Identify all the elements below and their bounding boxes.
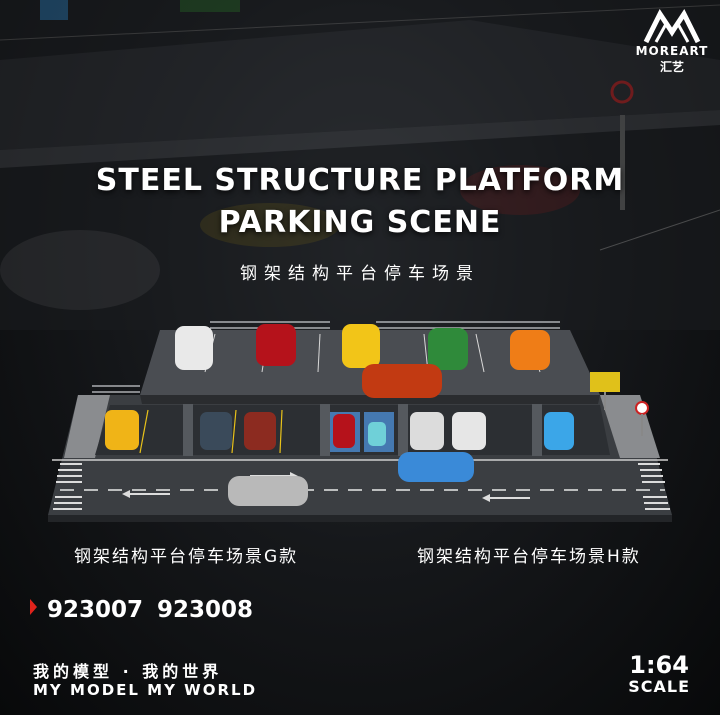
scale-label: SCALE: [628, 677, 690, 696]
product-codes: 923007 923008: [30, 597, 267, 623]
crosswalk-right: [638, 463, 670, 510]
product-code-h: 923008: [157, 597, 254, 623]
lower-cars: [105, 410, 574, 450]
variant-g-label: 钢架结构平台停车场景G款: [74, 547, 299, 567]
car-blue-bmw: [544, 412, 574, 450]
brand-logo: MOREART 汇艺: [630, 8, 714, 75]
car-copper-coupe: [244, 412, 276, 450]
car-orange-gt: [362, 364, 442, 398]
car-silver-hypercar: [228, 476, 308, 506]
car-yellow-suv: [105, 410, 139, 450]
car-white-porsche: [410, 412, 444, 450]
variant-h-label: 钢架结构平台停车场景H款: [417, 547, 641, 567]
title-line-2: PARKING SCENE: [218, 205, 502, 240]
brand-name: MOREART: [635, 44, 709, 58]
parking-sign: [590, 372, 620, 392]
background-parking-deck: [0, 0, 720, 330]
title-line-1: STEEL STRUCTURE PLATFORM: [95, 163, 625, 198]
moreart-logo-icon: [643, 9, 701, 44]
car-white-supra: [452, 412, 486, 450]
slogan-en: MY MODEL MY WORLD: [33, 681, 258, 699]
red-arrow-icon: [30, 599, 37, 615]
scale-value: 1:64: [629, 651, 689, 679]
brand-name-cn: 汇艺: [659, 60, 684, 74]
road-arrow-left-2: [122, 490, 170, 498]
sidewalk-left: [64, 395, 110, 458]
motorcycle-teal: [368, 422, 386, 446]
car-red-classic: [256, 324, 296, 366]
steel-columns: [183, 400, 542, 456]
road-sign: [635, 401, 649, 415]
car-yellow-porsche: [342, 324, 380, 368]
car-dark-supercar: [200, 412, 232, 450]
motorcycle-red: [333, 414, 355, 448]
car-orange-bugatti: [510, 330, 550, 370]
car-blue-porsche-road: [398, 452, 474, 482]
title-cn: 钢架结构平台停车场景: [240, 264, 480, 284]
crosswalk-left: [53, 463, 82, 510]
upper-cars: [175, 324, 550, 398]
parking-diorama: [48, 321, 672, 522]
slogan-cn: 我的模型 · 我的世界: [33, 662, 223, 681]
product-code-g: 923007: [47, 597, 144, 623]
road-arrow-left: [482, 494, 530, 502]
scale-badge: 1:64 SCALE: [628, 652, 690, 696]
car-white-racer: [175, 326, 213, 370]
car-green-rx7: [428, 328, 468, 370]
